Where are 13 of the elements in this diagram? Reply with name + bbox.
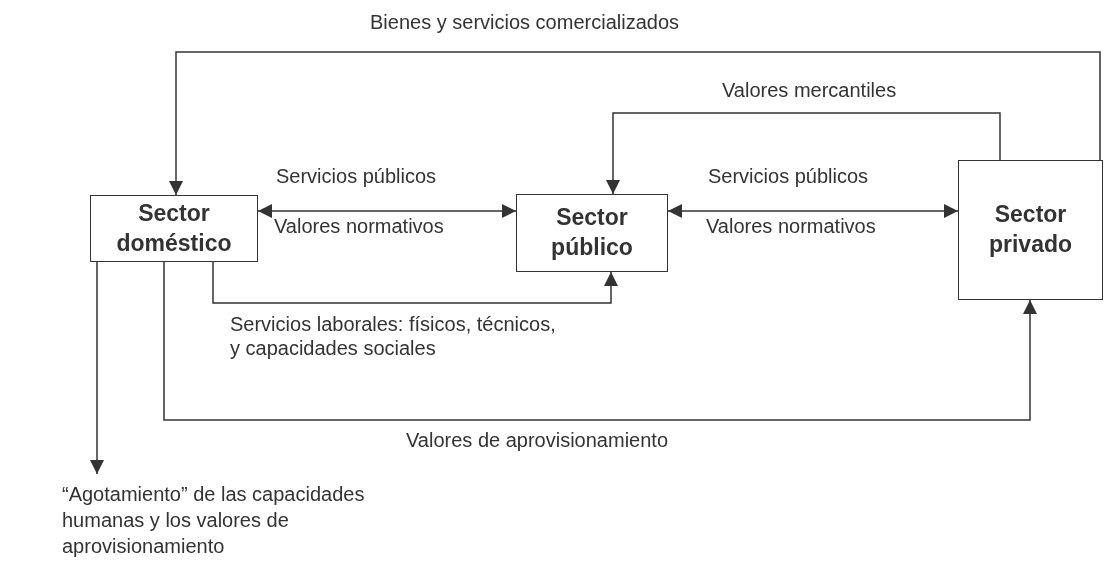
flow-label: Valores normativos (273, 214, 445, 238)
arrow (257, 204, 517, 218)
arrow (667, 204, 959, 218)
arrow (90, 261, 104, 475)
arrow (606, 112, 1001, 195)
sector-box: Sector privado (958, 160, 1103, 300)
sector-box: Sector doméstico (90, 195, 258, 262)
flow-label: Valores normativos (705, 214, 877, 238)
arrow (212, 261, 618, 304)
arrow (169, 51, 1101, 196)
outcome-text: “Agotamiento” de las capacidades humanas y los valores de aprovisionamiento (62, 482, 366, 559)
sector-box: Sector público (516, 194, 668, 272)
arrow (163, 261, 1037, 421)
